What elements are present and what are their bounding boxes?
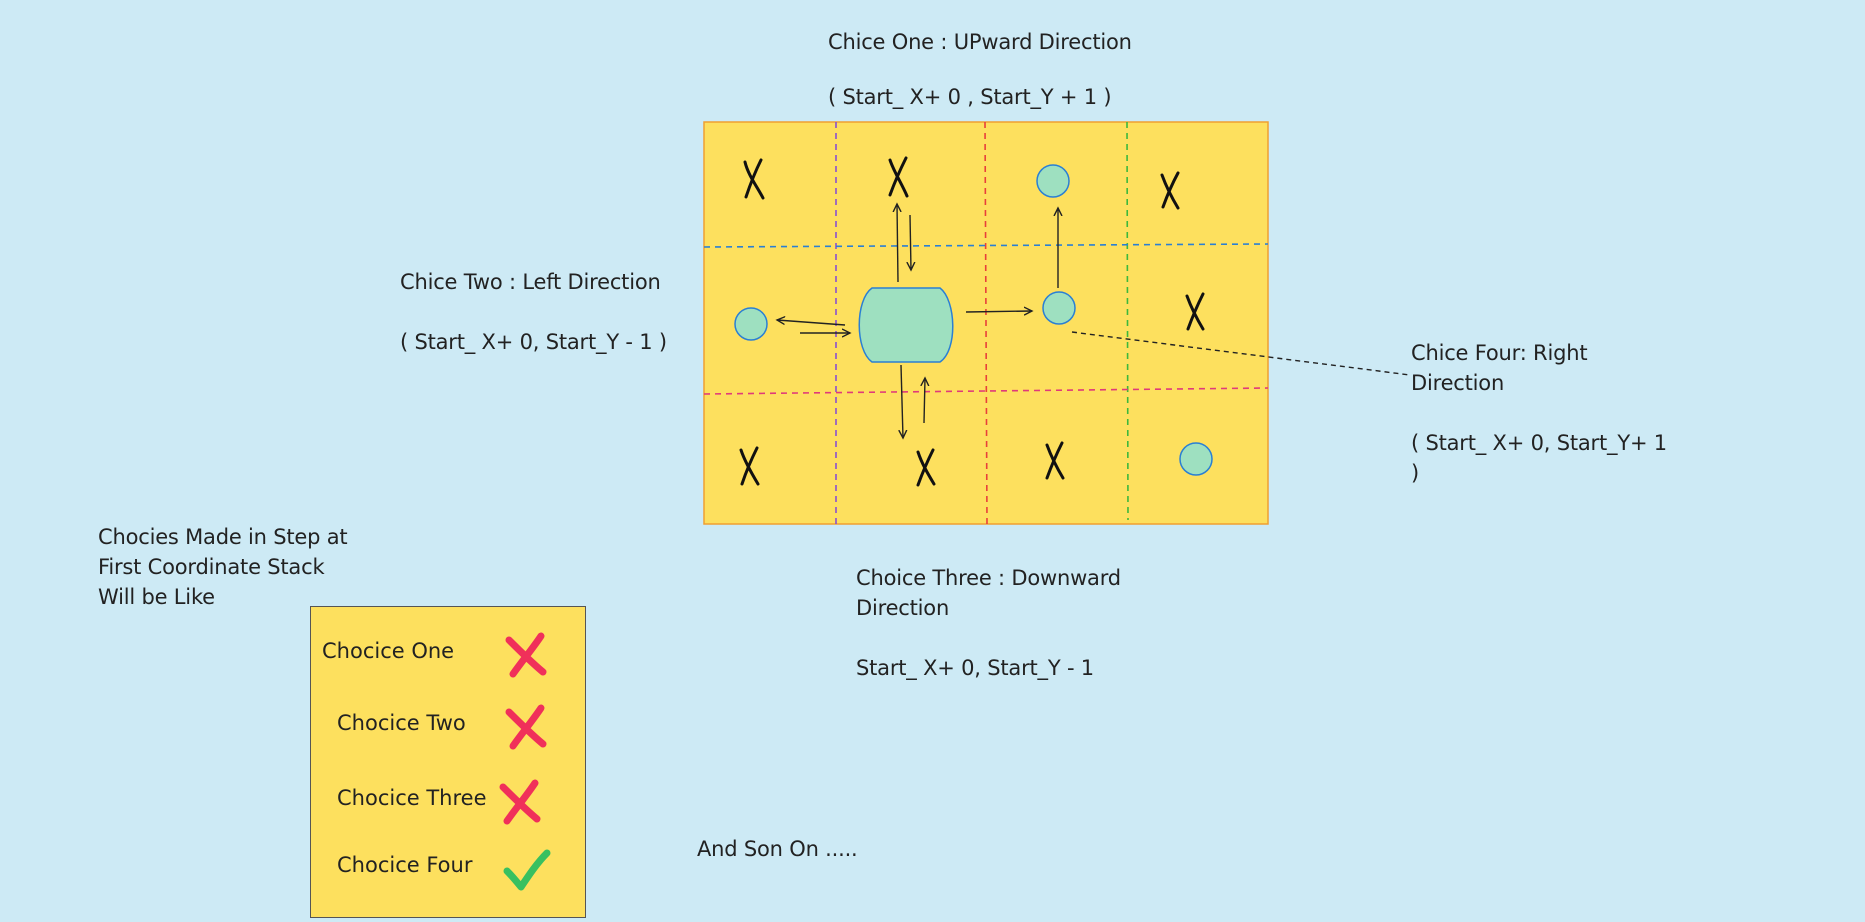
x-mark-r1c2 bbox=[888, 156, 909, 198]
up-direction-title: Chice One : UPward Direction bbox=[828, 30, 1132, 54]
choice-stack: Chocice One Chocice Two Chocice Three Ch… bbox=[310, 606, 586, 918]
x-mark-r3c3 bbox=[1045, 441, 1065, 480]
stack-item-1-label: Chocice One bbox=[322, 639, 455, 663]
left-direction-coords: ( Start_ X+ 0, Start_Y - 1 ) bbox=[400, 330, 667, 354]
stack-item-4-label: Chocice Four bbox=[337, 853, 473, 877]
x-mark-r1c4 bbox=[1160, 171, 1180, 210]
left-direction-title: Chice Two : Left Direction bbox=[400, 270, 661, 294]
connector-line bbox=[1071, 331, 1411, 376]
circle-r2c3 bbox=[1042, 291, 1076, 325]
divider-vertical-2 bbox=[984, 121, 988, 525]
cross-icon bbox=[505, 704, 547, 750]
up-direction-coords: ( Start_ X+ 0 , Start_Y + 1 ) bbox=[828, 85, 1112, 109]
start-node bbox=[858, 287, 954, 363]
and-so-on-text: And Son On ..... bbox=[697, 837, 858, 861]
stack-item-3-label: Chocice Three bbox=[337, 786, 487, 810]
cross-icon bbox=[505, 632, 547, 678]
circle-r2c1 bbox=[734, 307, 768, 341]
down-direction-text: Choice Three : Downward Direction Start_… bbox=[856, 566, 1121, 680]
right-direction-text: Chice Four: Right Direction ( Start_ X+ … bbox=[1411, 341, 1667, 485]
circle-r1c3 bbox=[1036, 164, 1070, 198]
cross-icon bbox=[499, 779, 541, 825]
x-mark-r2c4 bbox=[1185, 292, 1205, 331]
check-icon bbox=[503, 849, 551, 891]
x-mark-r1c1 bbox=[743, 158, 765, 200]
x-mark-r3c2 bbox=[916, 448, 936, 487]
x-mark-r3c1 bbox=[739, 446, 760, 486]
stack-item-2-label: Chocice Two bbox=[337, 711, 466, 735]
arrows bbox=[777, 204, 1058, 438]
circle-r3c4 bbox=[1179, 442, 1213, 476]
divider-vertical-3 bbox=[1126, 121, 1129, 521]
stack-heading: Chocies Made in Step at First Coordinate… bbox=[98, 525, 348, 609]
